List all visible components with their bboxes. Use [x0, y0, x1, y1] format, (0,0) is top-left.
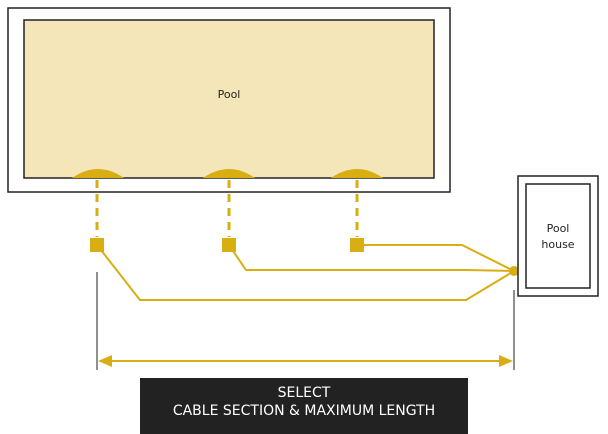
pool-area [23, 19, 435, 179]
junction-box-icon [222, 238, 236, 252]
pool-light-icon [331, 169, 383, 178]
pool-house-label-line1: Pool [547, 222, 570, 235]
select-banner: SELECT CABLE SECTION & MAXIMUM LENGTH [140, 378, 468, 434]
junction-box-icon [350, 238, 364, 252]
junction-box-icon [90, 238, 104, 252]
banner-line-1: SELECT [277, 385, 331, 401]
cable-line [96, 244, 515, 301]
pool-light-icon [203, 169, 255, 178]
cable-line [228, 244, 515, 272]
connection-point [509, 266, 519, 276]
pool-light-icon [72, 169, 124, 178]
cable-line [357, 244, 515, 272]
pool-house-inner [525, 183, 591, 289]
pool-label: Pool [218, 88, 241, 101]
dimension-arrow-icon [98, 355, 513, 367]
pool-house-label-line2: house [541, 238, 574, 251]
banner-line-2: CABLE SECTION & MAXIMUM LENGTH [172, 403, 436, 419]
